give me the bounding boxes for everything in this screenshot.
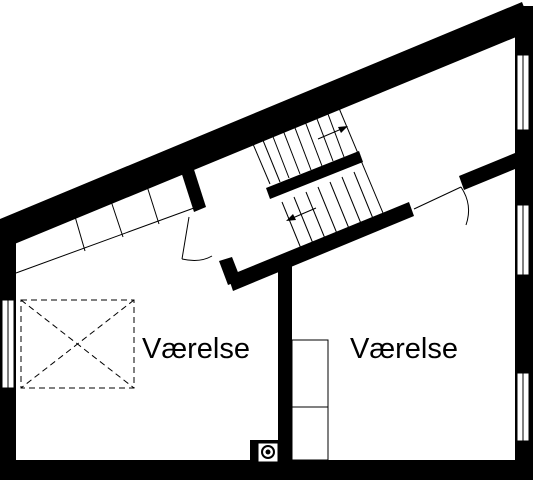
stair-arrow-down-icon [286,207,317,221]
window-east-3 [516,372,530,442]
stair-south-wall [228,202,414,291]
stair-east-wall [459,153,520,190]
skylight [20,299,135,389]
stair-west-wall [178,157,206,212]
window-east-2 [516,204,530,276]
window-west [1,299,15,389]
interior-partition-wall [278,264,292,464]
door-right[interactable] [413,186,470,226]
stair-mid-wall [266,151,363,199]
upper-staircase [249,100,384,252]
room-label-left: Værelse [142,333,250,365]
north-slanted-wall [0,2,533,250]
lower-staircase [15,182,195,274]
window-east-1 [516,54,530,131]
windows [1,54,530,442]
stair-walls [178,151,520,291]
stair-arrow-up-icon [317,126,348,140]
south-wall [0,460,533,480]
door-left[interactable] [181,216,213,261]
chimney-icon [250,440,282,464]
wardrobe [291,339,329,461]
room-label-right: Værelse [350,333,458,365]
